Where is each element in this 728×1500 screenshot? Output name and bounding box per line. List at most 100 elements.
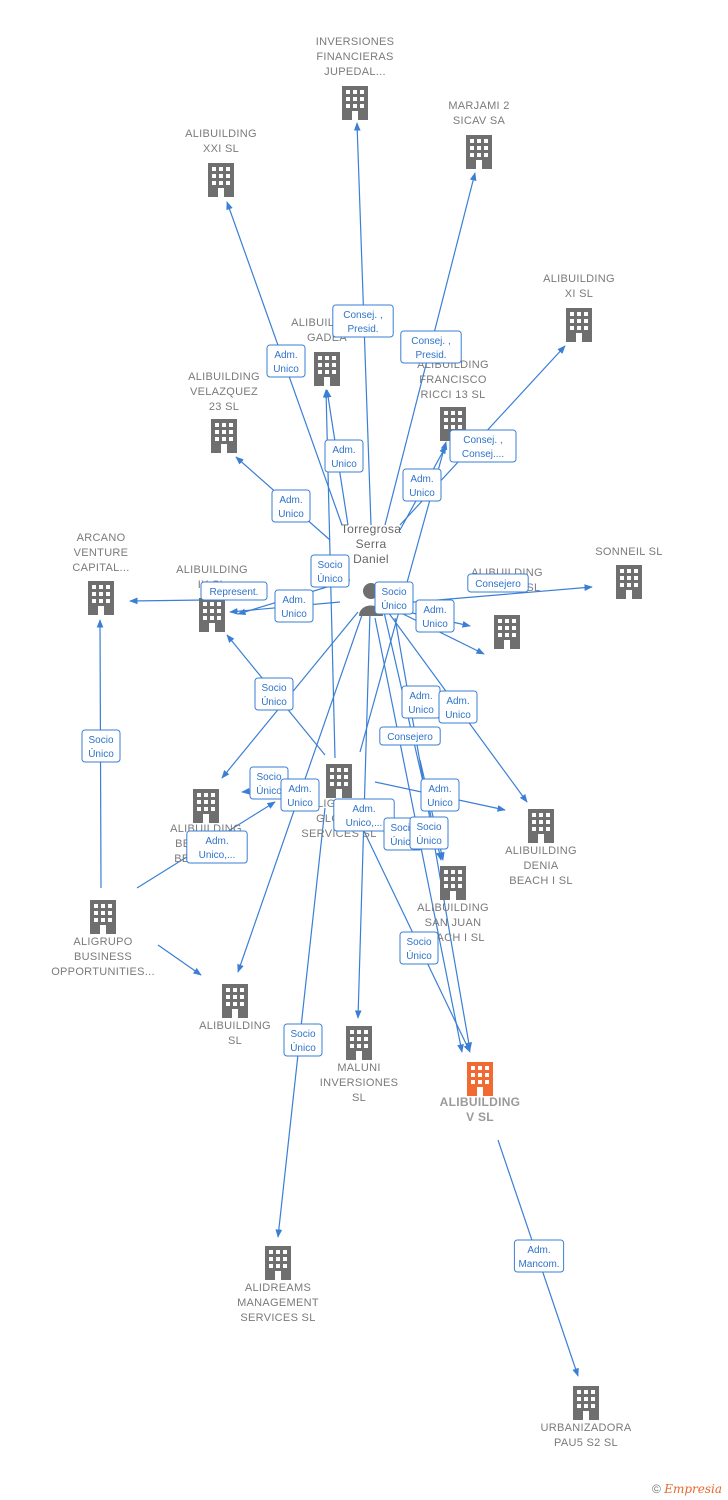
node-label: MALUNI [337,1062,380,1074]
edge-label-text: Unico [273,364,299,375]
building-icon[interactable] [494,615,520,649]
building-icon[interactable] [88,581,114,615]
edge-label-box[interactable] [271,489,311,523]
edge-label-box[interactable] [324,439,364,473]
edge-label-box[interactable] [186,830,248,864]
node-label: OPPORTUNITIES... [51,966,155,978]
building-icon[interactable] [467,1062,493,1096]
node-label: ALIBUILDING [188,371,260,383]
edge-label[interactable]: Represent. [200,581,268,601]
edge-label-box[interactable] [438,690,478,724]
edge-label-box[interactable] [200,581,268,601]
edge-label-text: Represent. [210,587,259,598]
edge-label-text: Mancom. [518,1259,559,1270]
edge-label-box[interactable] [310,554,350,588]
building-icon[interactable] [528,809,554,843]
edge-label[interactable]: Consej. ,Presid. [400,330,462,364]
building-icon[interactable] [342,86,368,120]
building-icon[interactable] [211,419,237,453]
edge-label[interactable]: Adm.Mancom. [513,1239,565,1273]
building-icon[interactable] [199,598,225,632]
edge-label[interactable]: Adm.Unico [324,439,364,473]
edge-label-box[interactable] [254,677,294,711]
edge-label-box[interactable] [420,778,460,812]
edge-label[interactable]: Adm.Unico,... [186,830,248,864]
node-sonneil[interactable]: SONNEIL SL [595,546,662,599]
edge-label-box[interactable] [266,344,306,378]
building-icon[interactable] [616,565,642,599]
edge-label-box[interactable] [333,798,395,832]
node-label: V SL [466,1110,494,1124]
building-icon[interactable] [222,984,248,1018]
edge-label-text: Consejero [475,579,521,590]
empresia-logo[interactable]: Empresia [664,1482,722,1496]
node-label: ALIBUILDING [440,1095,521,1109]
edge-label[interactable]: Adm.Unico [420,778,460,812]
building-icon[interactable] [193,789,219,823]
edge-label-text: Socio [317,560,342,571]
edge-label-box[interactable] [332,304,394,338]
edge-label-box[interactable] [399,931,439,965]
edge-label-box[interactable] [467,573,529,593]
building-icon[interactable] [573,1386,599,1420]
edge-label-text: Socio [290,1029,315,1040]
edge-label-box[interactable] [409,816,449,850]
edge-label[interactable]: Adm.Unico [271,489,311,523]
edge-label-box[interactable] [81,729,121,763]
edge-label-box[interactable] [283,1023,323,1057]
node-aligrupo_bo[interactable]: ALIGRUPOBUSINESSOPPORTUNITIES... [51,900,155,978]
building-icon[interactable] [90,900,116,934]
edge-label-box[interactable] [400,330,462,364]
edge-label[interactable]: Adm.Unico [274,589,314,623]
edge-label[interactable]: Consej. ,Consej.... [449,429,517,463]
node-arcano[interactable]: ARCANOVENTURECAPITAL... [72,532,129,615]
building-icon[interactable] [466,135,492,169]
edge-label-box[interactable] [513,1239,565,1273]
building-icon[interactable] [314,352,340,386]
building-icon[interactable] [265,1246,291,1280]
edge-label[interactable]: Adm.Unico [438,690,478,724]
building-icon[interactable] [208,163,234,197]
edge-label-box[interactable] [402,468,442,502]
edge-label[interactable]: Adm.Unico,... [333,798,395,832]
building-icon[interactable] [326,764,352,798]
edge-label-box[interactable] [449,429,517,463]
edge-label-box[interactable] [415,599,455,633]
edge-label[interactable]: Adm.Unico [401,685,441,719]
edge-label[interactable]: Consejero [467,573,529,593]
node-jupedal[interactable]: INVERSIONESFINANCIERASJUPEDAL... [316,36,395,120]
edge-label-box[interactable] [274,589,314,623]
edge-label[interactable]: Consej. ,Presid. [332,304,394,338]
edge-label-box[interactable] [374,581,414,615]
edge-label[interactable]: Adm.Unico [266,344,306,378]
edge-label-box[interactable] [280,778,320,812]
edge-label-box[interactable] [379,726,441,746]
building-icon[interactable] [440,866,466,900]
edge-label[interactable]: Adm.Unico [415,599,455,633]
edge-label[interactable]: Consejero [379,726,441,746]
building-icon[interactable] [346,1026,372,1060]
edge-label[interactable]: Adm.Unico [402,468,442,502]
edge-label[interactable]: Adm.Unico [280,778,320,812]
building-icon[interactable] [566,308,592,342]
